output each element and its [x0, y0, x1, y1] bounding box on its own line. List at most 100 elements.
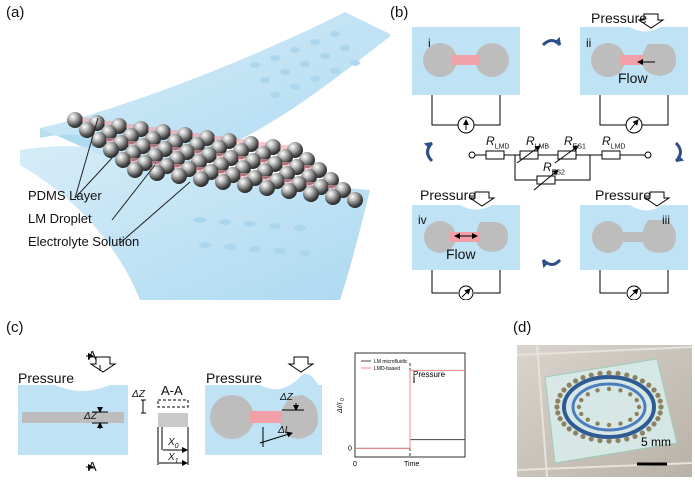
lm-droplet [103, 142, 119, 158]
photo-droplet [572, 430, 579, 436]
pressure-label-iv: Pressure [420, 187, 477, 203]
label-lm-droplet: LM Droplet [28, 211, 92, 226]
lm-droplet [149, 165, 165, 181]
lm-droplet [115, 152, 131, 168]
photo-droplet [557, 392, 563, 398]
lm-droplet [259, 180, 275, 196]
resistor-label: RES1 [564, 134, 586, 151]
section-a-bottom: A [88, 459, 97, 474]
photo-droplet [595, 421, 600, 426]
pdms-illustration [20, 12, 390, 300]
lm-droplet [171, 168, 187, 184]
lm-droplet [237, 177, 253, 193]
lm-droplet [91, 132, 107, 148]
photo-droplet [632, 374, 638, 381]
panel-c-label: (c) [6, 319, 24, 336]
lm-droplet [215, 174, 231, 190]
chart-ylabel-sub: 0 [340, 398, 346, 401]
photo-droplet [554, 404, 560, 410]
photo-droplet [606, 422, 612, 428]
photo-droplet [651, 421, 657, 427]
photo-droplet [579, 411, 584, 417]
lm-droplet [281, 183, 297, 199]
lm-droplet [79, 122, 95, 138]
photo-droplet [615, 437, 621, 444]
photo-droplet [597, 370, 603, 377]
photo-droplet [588, 372, 594, 378]
resistor-label: RLMD [602, 134, 626, 151]
photo-droplet [634, 411, 639, 417]
photo-droplet [651, 387, 657, 393]
panel-d-label: (d) [513, 319, 532, 336]
chart-xtick-0: 0 [353, 461, 357, 468]
lm-droplet [127, 162, 143, 178]
photo-droplet [555, 410, 561, 416]
panel-d: (d) 5 mm [505, 315, 695, 480]
lm-droplet [67, 112, 83, 128]
photo-droplet [561, 387, 567, 393]
chart-annotation: Pressure [413, 370, 446, 379]
photo-droplet [561, 421, 567, 427]
stage-label-ii: ii [586, 36, 592, 50]
stage-i-box [412, 27, 520, 134]
resistor-label: RLMB [526, 134, 550, 151]
x1-label: X1 [168, 452, 179, 465]
lm-droplet [193, 171, 209, 187]
stage-label-iii: iii [662, 213, 670, 227]
section-aa-label: A-A [161, 383, 183, 398]
panel-c: (c) LM micr [0, 315, 500, 480]
lm-droplet [325, 189, 341, 205]
lm-droplet [303, 186, 319, 202]
device-photo [517, 345, 692, 477]
photo-droplet [566, 382, 572, 388]
panel-b: (b) [380, 0, 695, 300]
resistor-label: RES2 [543, 160, 565, 177]
photo-droplet [606, 438, 612, 444]
photo-droplet [624, 436, 630, 442]
photo-droplet [655, 392, 661, 398]
photo-droplet [585, 417, 590, 422]
photo-droplet [657, 398, 663, 404]
label-electrolyte: Electrolyte Solution [28, 234, 140, 249]
x0-label: X0 [168, 437, 179, 450]
photo-droplet [572, 378, 579, 384]
stage-label-iv: iv [418, 213, 427, 227]
photo-droplet [597, 437, 603, 444]
photo-droplet [655, 416, 661, 422]
panel-b-label: (b) [390, 4, 409, 21]
photo-droplet [606, 370, 612, 376]
photo-droplet [585, 392, 590, 397]
photo-droplet [555, 398, 561, 404]
photo-droplet [634, 397, 639, 403]
photo-droplet [615, 370, 621, 377]
panel-a: (a) [0, 0, 390, 300]
photo-droplet [618, 388, 623, 393]
photo-droplet [658, 404, 664, 410]
legend-label-1: LMD-based [374, 366, 400, 372]
photo-droplet [639, 430, 646, 436]
photo-droplet [588, 436, 594, 442]
section-a-top: A [88, 348, 97, 363]
label-pdms-layer: PDMS Layer [28, 188, 102, 203]
photo-droplet [636, 404, 642, 410]
scale-bar-label: 5 mm [641, 435, 671, 449]
photo-droplet [624, 372, 630, 378]
stage-iv-box [412, 191, 520, 300]
photo-droplet [657, 410, 663, 416]
pressure-label-c2: Pressure [206, 370, 263, 386]
dz-label: ΔZ [84, 411, 97, 422]
pressure-label-c1: Pressure [18, 370, 75, 386]
photo-droplet [557, 416, 563, 422]
photo-droplet [580, 433, 586, 440]
circuit-diagram [412, 13, 688, 300]
panel-a-label: (a) [6, 4, 25, 21]
flow-label-iv: Flow [446, 246, 476, 262]
resistor-label: RLMD [486, 134, 510, 151]
photo-droplet [646, 382, 652, 388]
photo-droplet [576, 404, 582, 410]
dz-label-aa: ΔZ [132, 389, 145, 400]
legend-label-0: LM microfluidic [374, 359, 408, 365]
dz-label-right: ΔZ [280, 392, 293, 403]
